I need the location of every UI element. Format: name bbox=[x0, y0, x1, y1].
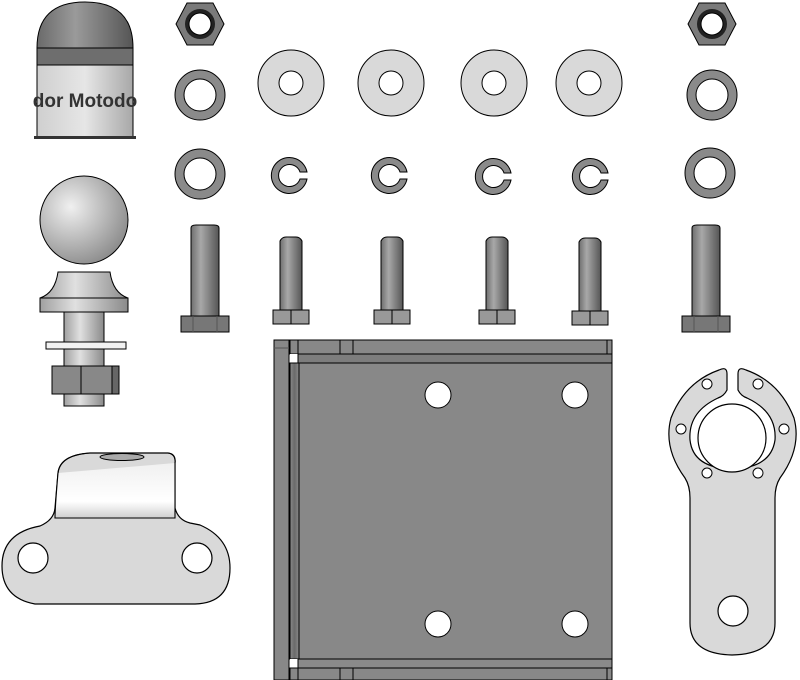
thick-washer-3 bbox=[685, 68, 739, 122]
thick-washer-4 bbox=[683, 146, 737, 200]
spring-washer-4 bbox=[571, 156, 613, 196]
short-bolt-4 bbox=[571, 237, 609, 327]
flat-washer-1 bbox=[256, 48, 326, 118]
flat-washer-4 bbox=[554, 48, 624, 118]
nut-right bbox=[687, 2, 737, 46]
socket-bracket bbox=[665, 368, 800, 660]
thick-washer-1 bbox=[173, 68, 227, 122]
cover-label-text: dor Motodo bbox=[33, 91, 137, 112]
long-bolt-right bbox=[681, 224, 731, 334]
flat-washer-3 bbox=[459, 48, 529, 118]
thick-washer-2 bbox=[173, 147, 227, 201]
long-bolt-left bbox=[180, 224, 230, 334]
flat-washer-2 bbox=[356, 48, 426, 118]
spring-washer-2 bbox=[370, 155, 412, 195]
spring-washer-1 bbox=[270, 155, 312, 195]
ball-cover-cap: dor Motodo bbox=[30, 0, 140, 142]
short-bolt-1 bbox=[272, 236, 310, 326]
mounting-plate bbox=[273, 339, 615, 680]
tow-ball bbox=[38, 175, 130, 408]
short-bolt-2 bbox=[373, 236, 411, 326]
spring-washer-3 bbox=[474, 156, 516, 196]
short-bolt-3 bbox=[478, 236, 516, 326]
saddle-bracket bbox=[0, 448, 232, 608]
nut-left bbox=[175, 2, 225, 46]
